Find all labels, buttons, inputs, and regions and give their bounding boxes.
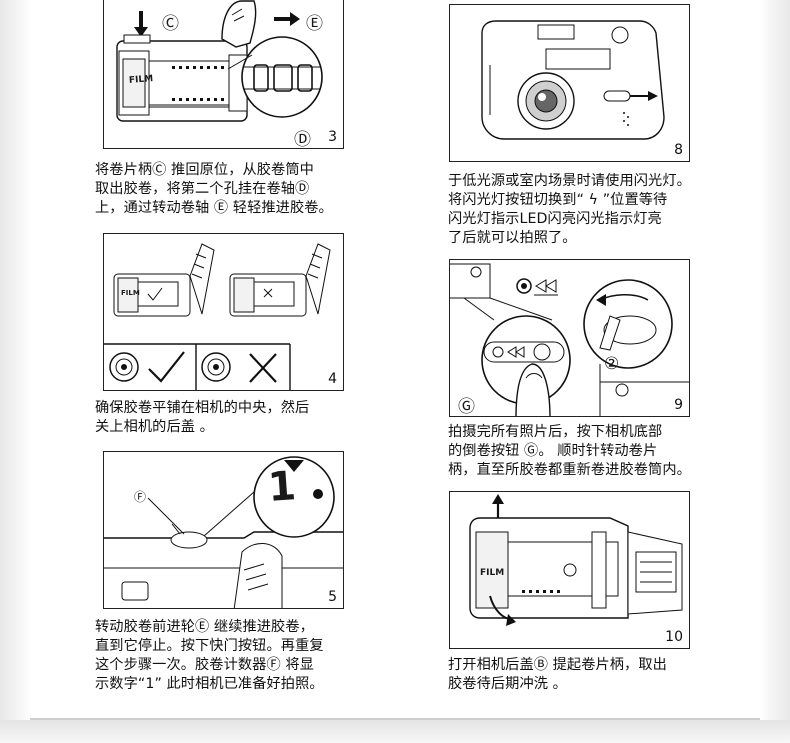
caption-line: 胶卷待后期冲洗 。: [448, 676, 567, 692]
caption-line: 打开相机后盖Ⓑ 提起卷片柄，取出: [448, 657, 667, 673]
advance-wheel-illustration: [104, 456, 343, 608]
caption-line: 闪光灯指示LED闪亮闪光指示灯亮: [448, 211, 662, 227]
figure-number: 9: [674, 397, 683, 413]
counter-digit: 1: [266, 463, 298, 511]
caption-step-5: 转动胶卷前进轮Ⓔ 继续推进胶卷， 直到它停止。按下快门按钮。再重复 这个步骤一次…: [95, 618, 324, 694]
camera-front-illustration: [481, 20, 665, 140]
caption-step-4: 确保胶卷平铺在相机的中央，然后 关上相机的后盖 。: [95, 399, 309, 437]
figure-3-film-loading: FILM Ⓒ Ⓔ Ⓓ 3: [103, 0, 344, 149]
caption-line: 上，通过转动卷轴 Ⓔ 轻轻推进胶卷。: [95, 200, 333, 216]
caption-line: 这个步骤一次。胶卷计数器Ⓕ 将显: [95, 657, 314, 673]
label-c-marker: Ⓒ: [162, 14, 179, 34]
caption-line: 取出胶卷，将第二个孔挂在卷轴Ⓓ: [95, 181, 310, 197]
figure-4-film-flat: FILM 4: [103, 233, 344, 391]
label-e-marker: Ⓔ: [306, 14, 323, 34]
figure-number: 3: [328, 129, 337, 145]
film-label: FILM: [128, 74, 154, 86]
camera-open-back-illustration: [469, 494, 683, 626]
caption-line: 转动胶卷前进轮Ⓔ 继续推进胶卷，: [95, 619, 314, 635]
caption-line: 于低光源或室内场景时请使用闪光灯。: [448, 173, 691, 189]
page-bottom-margin: [0, 720, 790, 743]
caption-line: 示数字“1” 此时相机已准备好拍照。: [95, 676, 324, 692]
caption-line: 确保胶卷平铺在相机的中央，然后: [95, 400, 310, 416]
label-f-marker: Ⓕ: [134, 490, 147, 504]
camera-back-closing-illustration: [104, 243, 331, 390]
figure-number: 5: [328, 589, 337, 605]
caption-line: 拍摄完所有照片后，按下相机底部: [448, 424, 663, 440]
figure-10-remove-film: FILM 10: [449, 491, 690, 649]
caption-line: 将卷片柄Ⓒ 推回原位，从胶卷筒中: [95, 162, 314, 178]
label-d-marker: Ⓓ: [294, 130, 311, 149]
figure-number: 8: [674, 142, 683, 158]
caption-line: 柄，直至所胶卷都重新卷进胶卷筒内。: [448, 462, 691, 478]
figure-number: 10: [665, 629, 683, 645]
film-label: FILM: [480, 568, 505, 578]
figure-number: 4: [328, 371, 337, 387]
rewind-button-illustration: [450, 263, 689, 416]
film-label: FILM: [121, 289, 140, 297]
caption-line: 关上相机的后盖 。: [95, 419, 214, 435]
caption-line: 直到它停止。按下快门按钮。再重复: [95, 638, 324, 654]
caption-step-8: 于低光源或室内场景时请使用闪光灯。 将闪光灯按钮切换到“ ϟ ”位置等待 闪光灯…: [448, 172, 691, 248]
label-g-marker: Ⓖ: [458, 397, 475, 417]
page-margin-left: [0, 0, 30, 743]
caption-step-10: 打开相机后盖Ⓑ 提起卷片柄，取出 胶卷待后期冲洗 。: [448, 656, 667, 694]
caption-line: 将闪光灯按钮切换到“ ϟ ”位置等待: [448, 192, 668, 208]
figure-9-rewind: ② Ⓖ 9: [449, 259, 690, 417]
caption-line: 了后就可以拍照了。: [448, 230, 577, 246]
caption-step-9: 拍摄完所有照片后，按下相机底部 的倒卷按钮 Ⓖ。 顺时针转动卷片 柄，直至所胶卷…: [448, 423, 691, 480]
figure-8-flash-switch: 8: [449, 4, 690, 162]
page-bottom-edge: [30, 718, 760, 720]
caption-step-3: 将卷片柄Ⓒ 推回原位，从胶卷筒中 取出胶卷，将第二个孔挂在卷轴Ⓓ 上，通过转动卷…: [95, 161, 333, 218]
figure-5-advance-film: Ⓕ 1 5: [103, 451, 344, 609]
label-2-marker: ②: [604, 354, 620, 374]
camera-back-film-illustration: [116, 0, 323, 122]
page-margin-right: [760, 0, 790, 743]
caption-line: 的倒卷按钮 Ⓖ。 顺时针转动卷片: [448, 443, 658, 459]
